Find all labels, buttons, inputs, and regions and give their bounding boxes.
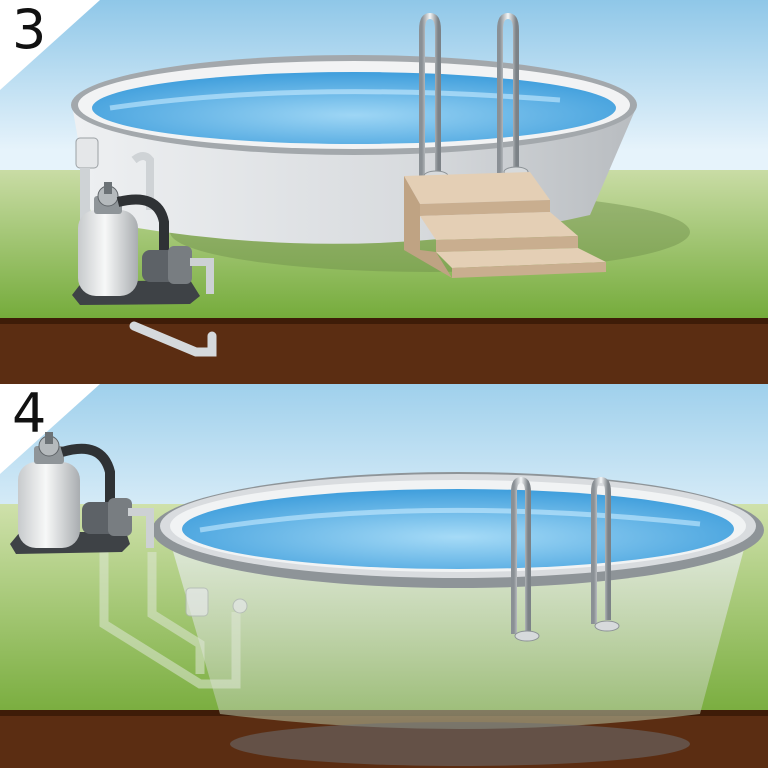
pool-water [182,489,734,569]
panel-4-illustration [0,384,768,768]
pump-icon [142,246,214,294]
skimmer-icon [185,587,248,617]
step-number: 3 [12,0,47,61]
pool-icon [168,534,748,729]
sand-filter-icon [10,432,130,554]
panel-step-4: 4 [0,384,768,768]
soil-edge [0,318,768,324]
skimmer-icon [75,137,154,228]
pump-icon [82,498,154,548]
ladder-icon [511,476,620,642]
soil [0,318,768,384]
corner-tab [0,384,100,474]
step-number: 4 [12,384,47,445]
corner-tab [0,0,100,90]
panel-step-3: 3 [0,0,768,384]
sand-filter-icon [72,182,200,305]
pool-floor-shadow [230,722,690,766]
pipe-icon [129,321,217,357]
water-highlight [109,89,561,111]
steps-icon [404,172,606,278]
pipe-icon [99,549,241,689]
panel-3-illustration [0,0,768,384]
pool-water [92,72,616,144]
water-highlight [199,507,701,533]
